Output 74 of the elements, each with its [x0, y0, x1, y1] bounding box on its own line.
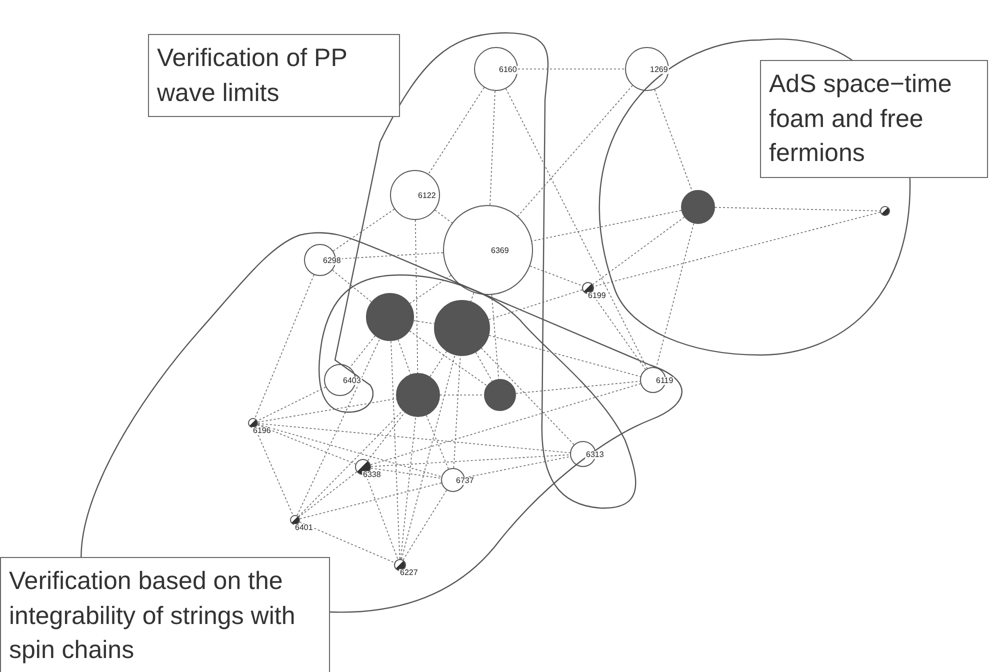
- dashed-edge: [470, 292, 474, 302]
- dashed-edge: [258, 423, 570, 454]
- node-label: 6369: [490, 247, 510, 255]
- dashed-edge: [370, 454, 570, 467]
- dashed-edge: [332, 208, 395, 252]
- node-label: 6227: [399, 569, 419, 577]
- dashed-edge: [298, 472, 358, 518]
- dashed-edge: [296, 338, 380, 516]
- dashed-edge: [258, 398, 397, 423]
- dashed-edge: [370, 468, 442, 479]
- dashed-edge: [440, 394, 484, 396]
- circle-node: [396, 373, 440, 417]
- node-label: 6338: [362, 471, 382, 479]
- node-label: 6403: [342, 377, 362, 385]
- dashed-edge: [254, 274, 314, 419]
- circle-node: [880, 206, 890, 216]
- dashed-edge: [654, 89, 692, 192]
- dashed-edge: [714, 206, 880, 212]
- dashed-edge: [413, 320, 435, 324]
- node-label: 1269: [649, 66, 669, 74]
- dashed-edge: [490, 90, 496, 206]
- dashed-edge: [518, 68, 626, 70]
- dashed-edge: [481, 348, 574, 446]
- group-label-box: Verification based on the integrability of strings with spin chains: [0, 557, 330, 672]
- circle-node: [681, 190, 715, 224]
- dashed-edge: [517, 85, 633, 217]
- dashed-edge: [506, 88, 648, 369]
- dashed-edge: [516, 380, 640, 394]
- dashed-edge: [491, 294, 500, 380]
- dashed-edge: [367, 412, 406, 462]
- circle-node: [434, 300, 490, 356]
- dashed-edge: [530, 266, 583, 286]
- dashed-edge: [428, 87, 484, 174]
- dashed-edge: [475, 352, 492, 382]
- dashed-edge: [453, 356, 461, 468]
- dashed-edge: [400, 416, 416, 560]
- dashed-edge: [414, 220, 418, 374]
- dashed-edge: [402, 490, 448, 560]
- node-label: 6160: [498, 66, 518, 74]
- node-label: 6737: [455, 477, 475, 485]
- dashed-edge: [370, 383, 641, 466]
- dashed-edge: [409, 330, 488, 386]
- dashed-edge: [488, 289, 583, 320]
- dashed-edge: [390, 340, 400, 560]
- dashed-edge: [299, 482, 442, 520]
- dashed-edge: [298, 410, 403, 517]
- dashed-edge: [430, 351, 448, 377]
- dashed-edge: [332, 270, 372, 302]
- dashed-edge: [592, 216, 685, 285]
- dashed-edge: [434, 210, 452, 224]
- dashed-edge: [409, 275, 452, 304]
- dashed-edge: [257, 424, 356, 464]
- dashed-edge: [398, 339, 411, 375]
- circle-node: [484, 379, 516, 411]
- dashed-edge: [488, 334, 641, 377]
- circle-node: [366, 293, 414, 341]
- node-label: 6122: [417, 192, 437, 200]
- dashed-edge: [257, 424, 442, 478]
- dashed-edge: [257, 386, 326, 422]
- dashed-edge: [532, 210, 682, 242]
- node-label: 6298: [322, 257, 342, 265]
- dashed-edge: [350, 335, 376, 368]
- group-label-box: AdS space−time foam and free fermions: [760, 60, 988, 178]
- node-label: 6313: [585, 451, 605, 459]
- dashed-edge: [593, 212, 881, 287]
- dashed-edge: [656, 223, 694, 368]
- group-label-box: Verification of PP wave limits: [148, 34, 400, 117]
- dashed-edge: [426, 414, 449, 470]
- node-label: 6119: [655, 377, 674, 385]
- dashed-edge: [299, 522, 395, 564]
- node-label: 6199: [587, 292, 607, 300]
- node-label: 6196: [252, 427, 272, 435]
- dashed-edge: [401, 354, 456, 560]
- node-label: 6401: [294, 524, 314, 532]
